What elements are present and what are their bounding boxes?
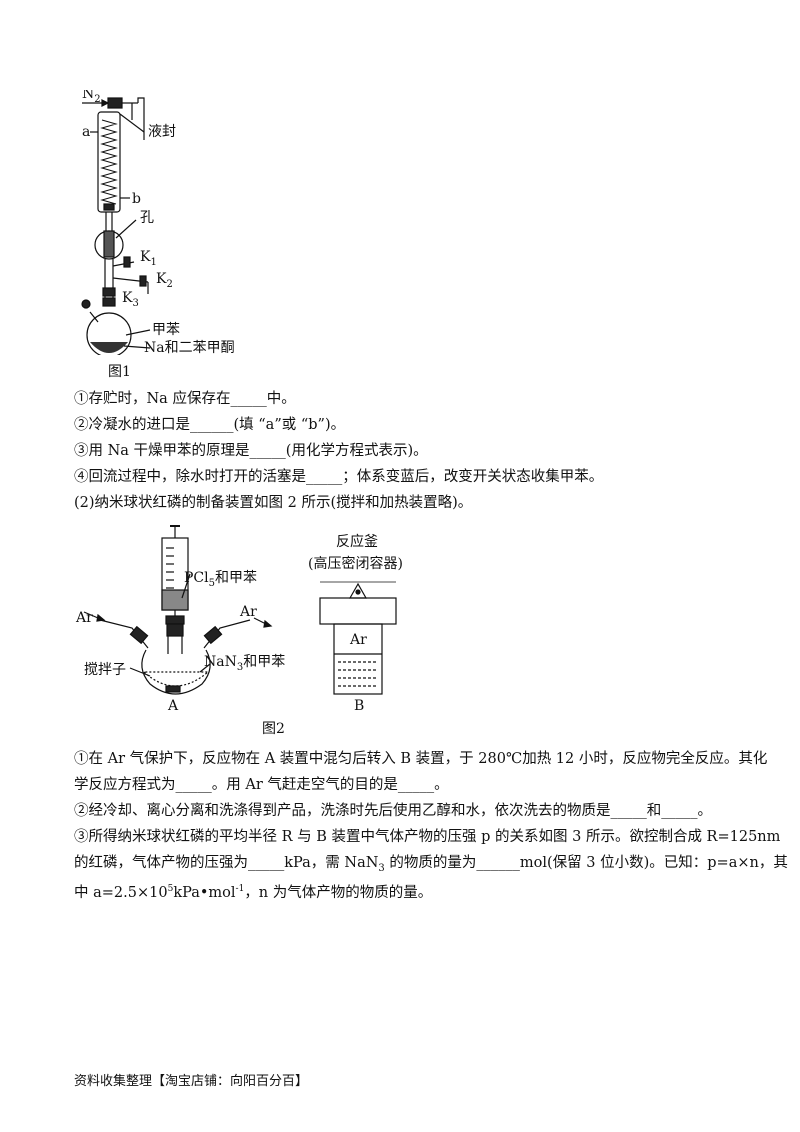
label-ar-inside: Ar: [349, 632, 367, 648]
q1-item-3: ③用 Na 干燥甲苯的原理是_____(用化学方程式表示)。: [74, 443, 428, 459]
label-reactor-note: (高压密闭容器): [308, 555, 403, 572]
label-a: a: [82, 124, 90, 140]
label-k3: K3: [122, 290, 139, 309]
q2-item-3c: 中 a=2.5×105kPa•mol-1，n 为气体产物的物质的量。: [74, 884, 433, 901]
label-toluene: 甲苯: [152, 321, 180, 338]
q2-title: (2)纳米球状红磷的制备装置如图 2 所示(搅拌和加热装置略)。: [74, 495, 473, 511]
label-k2: K2: [156, 271, 173, 290]
label-hole: 孔: [140, 210, 154, 226]
valve-k1: [123, 256, 131, 268]
q1-item-2: ②冷凝水的进口是______(填 “a”或 “b”)。: [74, 417, 346, 433]
label-reactor: 反应釜: [336, 533, 378, 550]
top-stopcock: [107, 97, 123, 109]
label-device-a: A: [167, 698, 179, 714]
q2-item-3a: ③所得纳米球状红磷的平均半径 R 与 B 装置中气体产物的压强 p 的关系如图 …: [74, 829, 781, 845]
label-na-mixture: Na和二苯甲酮: [144, 339, 235, 355]
label-k1: K1: [140, 249, 157, 268]
figure-1-caption: 图1: [108, 364, 131, 380]
q2-item-2: ②经冷却、离心分离和洗涤得到产品，洗涤时先后使用乙醇和水，依次洗去的物质是___…: [74, 803, 712, 819]
label-device-b: B: [354, 698, 364, 714]
label-n2: N2: [82, 90, 101, 105]
label-stirrer: 搅拌子: [84, 662, 126, 678]
round-flask: [86, 312, 132, 355]
label-b: b: [132, 191, 141, 207]
stir-bar: [165, 685, 181, 693]
q1-item-4: ④回流过程中，除水时打开的活塞是_____；体系变蓝后，改变开关状态收集甲苯。: [74, 469, 604, 485]
q2-item-1b: 学反应方程式为_____。用 Ar 气赶走空气的目的是_____。: [74, 777, 449, 793]
page-footer: 资料收集整理【淘宝店铺：向阳百分百】: [74, 1074, 309, 1089]
valve-k3: [102, 287, 116, 297]
figure-2-caption: 图2: [262, 721, 285, 737]
q2-item-3b: 的红磷，气体产物的压强为_____kPa，需 NaN3 的物质的量为______…: [74, 855, 788, 874]
q1-item-1: ①存贮时，Na 应保存在_____中。: [74, 391, 296, 407]
three-neck-flask: [141, 649, 211, 695]
label-ar-out: Ar: [239, 604, 257, 620]
label-liquid-seal: 液封: [148, 124, 176, 140]
q2-item-1a: ①在 Ar 气保护下，反应物在 A 装置中混匀后转入 B 装置，于 280℃加热…: [74, 751, 768, 767]
reactor-vessel: [333, 623, 383, 695]
figure-1-apparatus: N2 a b 液封 孔 K1 K2 K3 甲苯 Na和二苯甲酮: [81, 90, 235, 355]
label-nan3-toluene: NaN3和甲苯: [204, 653, 285, 673]
condenser: [97, 111, 121, 213]
reactor-lid: [319, 597, 397, 625]
label-ar-in: Ar: [75, 610, 93, 626]
label-pcl5-toluene: PCl5和甲苯: [184, 569, 257, 589]
valve-k2: [139, 275, 147, 287]
figure-2-apparatus: PCl5和甲苯 Ar Ar NaN3和甲苯 搅拌子 A 反应釜 (高压密闭容器)…: [75, 525, 403, 714]
